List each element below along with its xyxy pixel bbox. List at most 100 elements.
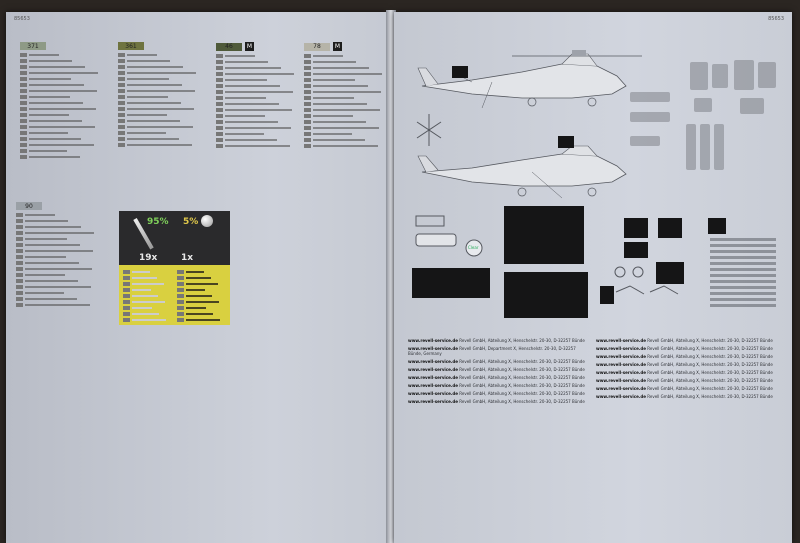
paint-language-line	[16, 248, 112, 254]
paint-language-line	[20, 64, 116, 70]
mix-text-line	[123, 281, 171, 287]
flag-icon	[20, 53, 27, 57]
text-line	[25, 292, 64, 294]
text-line	[29, 120, 82, 122]
text-line	[313, 121, 366, 123]
decal-square	[708, 218, 726, 234]
paint-language-line	[118, 106, 214, 112]
flag-icon	[118, 77, 125, 81]
text-line	[25, 238, 67, 240]
text-line	[225, 79, 267, 81]
flag-icon	[20, 155, 27, 159]
mix-text-line	[123, 299, 171, 305]
paint-language-line	[20, 76, 116, 82]
text-line	[127, 114, 167, 116]
text-line	[132, 277, 157, 279]
paint-language-line	[16, 302, 112, 308]
mix-text-line	[177, 311, 227, 317]
paint-language-list	[216, 53, 312, 149]
paint-language-line	[118, 94, 214, 100]
flag-icon	[118, 83, 125, 87]
text-line	[29, 96, 70, 98]
paint-language-line	[216, 65, 312, 71]
flag-icon	[118, 107, 125, 111]
paint-language-line	[20, 130, 116, 136]
text-line	[132, 301, 165, 303]
part-piece	[758, 62, 776, 88]
flag-icon	[216, 108, 223, 112]
decal-panel	[504, 206, 584, 264]
part-piece	[630, 136, 660, 146]
flag-icon	[16, 237, 23, 241]
flag-icon	[16, 261, 23, 265]
instruction-page-right: 85653	[394, 12, 792, 543]
paint-language-line	[304, 143, 400, 149]
paint-language-line	[118, 52, 214, 58]
paint-language-line	[118, 142, 214, 148]
paint-language-line	[16, 218, 112, 224]
flag-icon	[16, 267, 23, 271]
text-line	[29, 126, 95, 128]
text-line	[25, 262, 79, 264]
mix-text-line	[123, 269, 171, 275]
mix-text-line	[123, 287, 171, 293]
text-line	[225, 109, 292, 111]
service-paragraph: www.revell-service.de Revell GmbH, Abtei…	[596, 362, 773, 367]
paint-language-line	[216, 113, 312, 119]
flag-icon	[304, 72, 311, 76]
paint-swatch: 371	[20, 42, 46, 50]
paint-language-line	[118, 112, 214, 118]
flag-icon	[304, 108, 311, 112]
text-line	[186, 313, 213, 315]
mix-text-line	[123, 275, 171, 281]
service-paragraph: www.revell-service.de Revell GmbH, Abtei…	[408, 367, 585, 372]
paint-language-line	[118, 88, 214, 94]
text-line	[186, 301, 219, 303]
part-piece	[700, 124, 710, 170]
paint-language-line	[20, 88, 116, 94]
flag-icon	[216, 138, 223, 142]
paint-column: 361	[118, 42, 214, 148]
paint-language-line	[216, 107, 312, 113]
text-line	[29, 90, 97, 92]
paint-language-line	[20, 154, 116, 160]
flag-icon	[20, 89, 27, 93]
text-line	[186, 283, 218, 285]
paint-language-line	[304, 119, 400, 125]
mix-text-line	[123, 311, 171, 317]
service-paragraph: www.revell-service.de Revell GmbH, Abtei…	[596, 386, 773, 391]
text-line	[127, 54, 157, 56]
clear-label: Clear	[468, 245, 479, 250]
paint-language-list	[118, 52, 214, 148]
text-line	[29, 108, 96, 110]
mix-percent-left: 95%	[147, 217, 169, 227]
paint-language-line	[20, 148, 116, 154]
paint-language-line	[16, 284, 112, 290]
part-piece	[630, 112, 670, 122]
flag-icon	[304, 96, 311, 100]
flag-icon	[20, 137, 27, 141]
mix-ratio-right: 1x	[181, 253, 194, 263]
paint-column: 371	[20, 42, 116, 160]
flag-icon	[177, 294, 184, 298]
text-line	[25, 298, 77, 300]
mix-percent-right: 5%	[183, 217, 199, 227]
paint-language-line	[20, 94, 116, 100]
text-line	[25, 280, 78, 282]
paint-language-line	[20, 118, 116, 124]
flag-icon	[123, 300, 130, 304]
flag-icon	[123, 282, 130, 286]
service-paragraph: www.revell-service.de Revell GmbH, Abtei…	[596, 378, 773, 383]
flag-icon	[20, 77, 27, 81]
service-paragraph: www.revell-service.de Revell GmbH, Abtei…	[596, 338, 773, 343]
flag-icon	[16, 231, 23, 235]
flag-icon	[304, 138, 311, 142]
part-piece	[686, 124, 696, 170]
flag-icon	[123, 312, 130, 316]
text-line	[25, 304, 90, 306]
flag-icon	[123, 288, 130, 292]
decal-legend-lines	[710, 238, 776, 310]
paint-language-line	[216, 95, 312, 101]
flag-icon	[123, 306, 130, 310]
